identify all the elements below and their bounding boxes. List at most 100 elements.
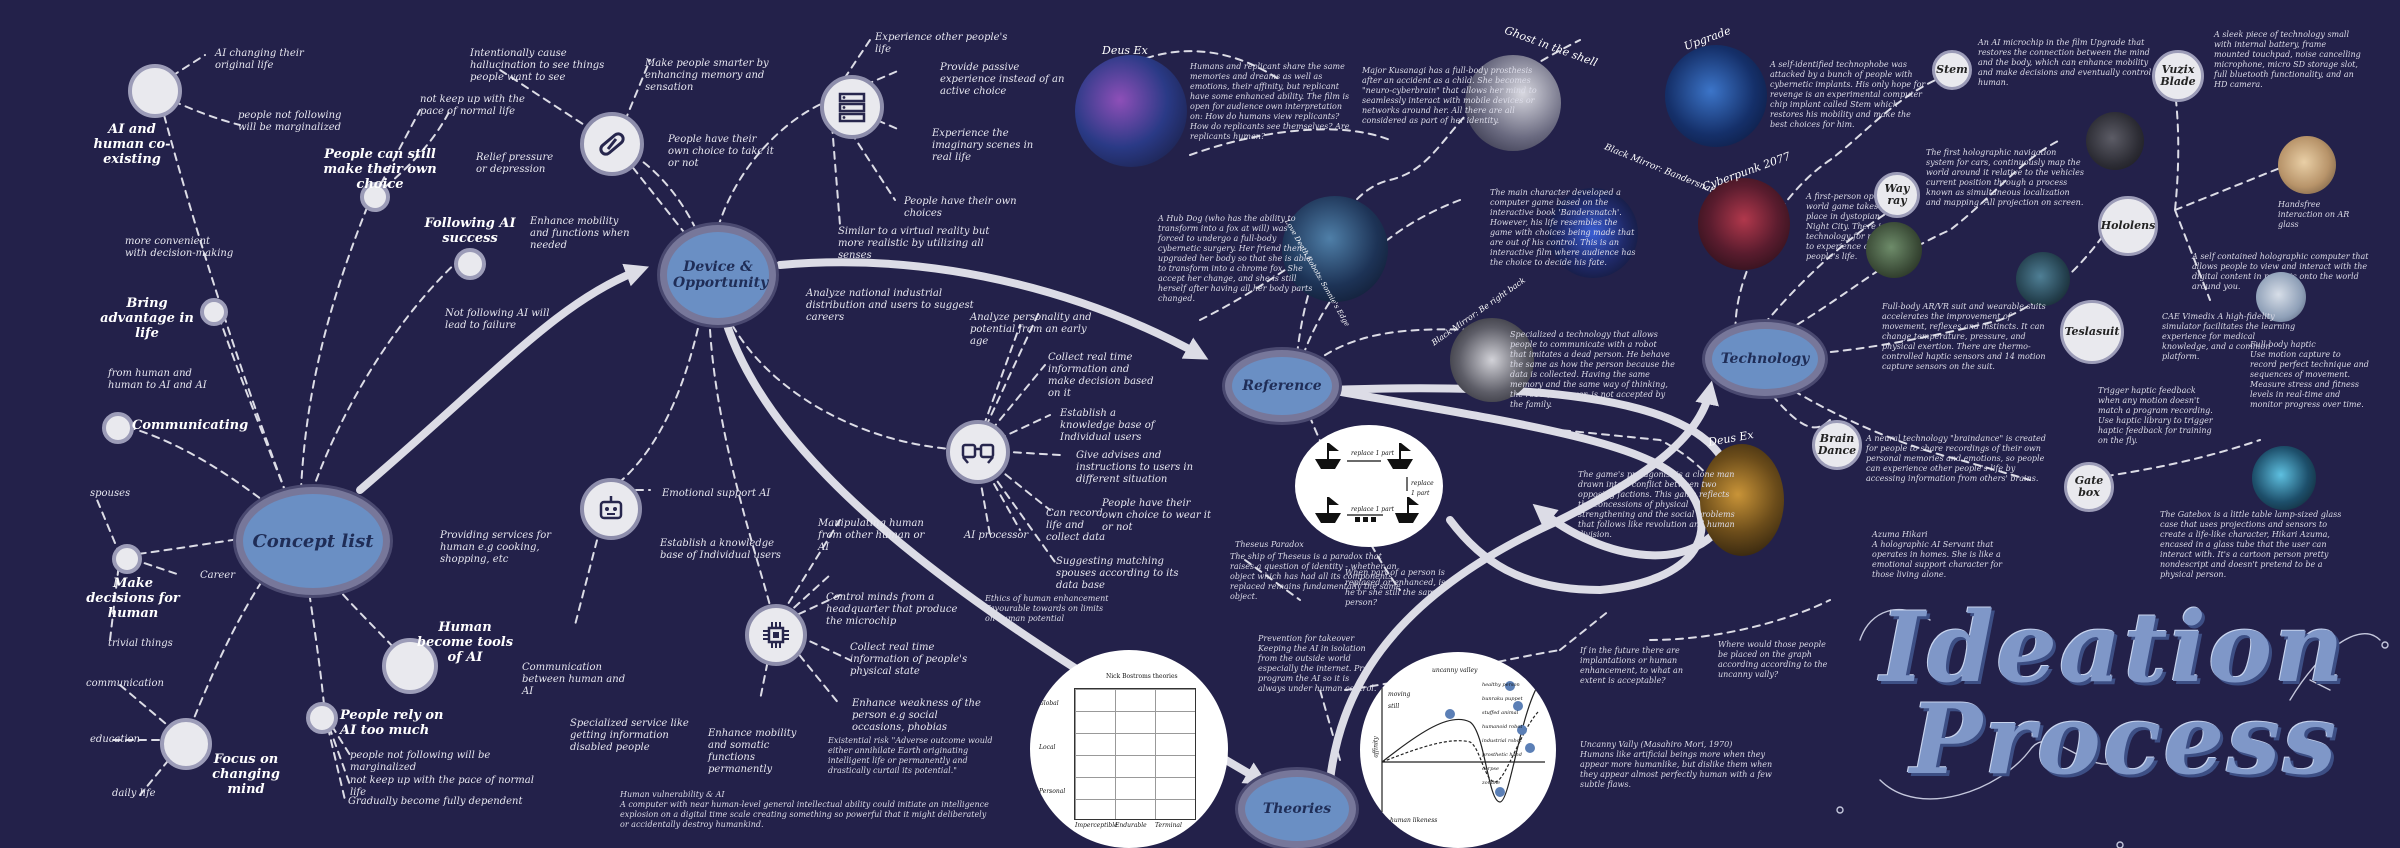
hub-theories[interactable]: Theories [1238,770,1356,848]
azuma-text: Azuma Hikari A holographic AI Servant th… [1872,530,2003,579]
node-rely[interactable] [306,702,338,734]
haptic-2-text: Trigger haptic feedback when any motion … [2098,386,2213,445]
note-coexist-1: AI changing their original life [215,48,304,71]
note-communicating: from human and human to AI and AI [108,368,207,391]
device-note-18: AI processor [964,530,1029,541]
device-note-9: People have their own choices [904,196,1017,219]
graph-point-label: prosthetic hand [1482,752,1522,758]
server-icon [838,92,866,123]
device-note-4: People have their own choice to take it … [668,134,774,169]
device-note-1: Intentionally cause hallucination to see… [470,48,605,83]
bostrom-title: Nick Bostroms theories [1106,673,1178,680]
hub-concept-list[interactable]: Concept list [236,487,390,595]
note-following: Not following AI will lead to failure [445,308,550,331]
haptic-1-text: Full body haptic Use motion capture to r… [2250,340,2369,409]
node-own-choice[interactable] [360,182,390,212]
label-decisions: Make decisions for human [86,576,180,621]
node-tools[interactable] [382,638,438,694]
stem-node[interactable]: Stem [1932,50,1972,90]
love-death-robots-text: A Hub Dog (who has the ability to transf… [1158,214,1313,303]
vizix-text: A sleek piece of technology small with i… [2214,30,2361,89]
theseus-diagram [1315,443,1419,523]
label-tools: Human become tools of AI [416,620,514,665]
hub-technology-label: Technology [1720,351,1810,367]
glasses-icon [961,443,995,464]
node-focus[interactable] [160,718,212,770]
ethics-note: Ethics of human enhancement Favourable t… [985,594,1109,623]
device-note-20: Emotional support AI [662,488,771,499]
node-coexist[interactable] [128,64,182,118]
hub-theories-label: Theories [1262,801,1332,817]
graph-title: uncanny valley [1432,667,1478,674]
note-decisions-3: trivial things [108,638,173,649]
node-decisions[interactable] [112,544,142,574]
teslasuit-text: Full-body AR/VR suit and wearable suits … [1882,302,2046,371]
graph-point-label: bunraku puppet [1482,696,1523,702]
stem-text: An AI microchip in the film Upgrade that… [1978,38,2152,87]
title-line-2: Process [1910,683,2339,796]
pill-device-node[interactable] [580,112,644,176]
node-communicating[interactable] [102,412,134,444]
braindance-node[interactable]: Brain Dance [1812,420,1862,470]
graph-y-label: affinity [1372,736,1380,758]
chip-device-node[interactable] [745,604,807,666]
label-coexist: AI and human co-existing [93,122,171,167]
hololens-node[interactable]: Hololens [2098,196,2158,256]
device-note-21: Providing services for human e.g cooking… [440,530,552,565]
glasses-device-node[interactable] [946,420,1010,484]
wayray-image [1866,222,1922,278]
graph-point-label: humanoid robot [1482,724,1523,730]
love-death-robots-image [1282,196,1388,302]
grid-col-label: Terminal [1155,822,1182,829]
uncanny-valley-graph [1381,672,1545,812]
graph-point-label: healthy person [1482,682,1520,688]
hub-device-opportunity[interactable]: Device & Opportunity [660,225,776,325]
hub-technology[interactable]: Technology [1705,322,1825,396]
deus-ex-image [1075,55,1187,167]
note-advantage: more convenient with decision-making [125,236,234,259]
label-following: Following AI success [424,216,516,246]
deus-ex-text: Humans and replicant share the same memo… [1190,62,1350,141]
device-note-12: Analyze personality and potential from a… [970,312,1092,347]
device-note-27: Enhance weakness of the person e.g socia… [852,698,981,733]
uncanny-valley-circle: uncanny valley affinity human likeness m… [1360,652,1556,848]
wayray-text: The first holographic navigation system … [1926,148,2084,207]
theseus-circle: replace 1 part replace 1 part replace 1 … [1295,425,1443,547]
device-note-19: Suggesting matching spouses according to… [1056,556,1179,591]
graph-still: still [1388,703,1400,710]
cyberpunk-text: A first-person open world game takes pla… [1806,192,1895,261]
gatebox-label: Gate box [2074,474,2104,499]
gatebox-image [2252,446,2316,510]
device-note-8: Experience the imaginary scenes in real … [932,128,1034,163]
hololens-note: Handsfree interaction on AR glass [2278,200,2350,229]
stem-label: Stem [1936,63,1968,76]
robot-device-node[interactable] [580,478,642,540]
cae-image [2256,272,2306,322]
teslasuit-label: Teslasuit [2064,325,2120,338]
server-device-node[interactable] [820,75,884,139]
node-following[interactable] [454,248,486,280]
graph-point-label: stuffed animal [1482,710,1519,716]
graph-point-label: zombie [1482,780,1501,786]
wayray-node[interactable]: Way ray [1874,172,1920,218]
hub-reference[interactable]: Reference [1225,350,1339,422]
gatebox-node[interactable]: Gate box [2064,462,2114,512]
microchip-icon [763,622,789,648]
node-advantage[interactable] [200,298,228,326]
grid-row-label: Local [1039,744,1056,751]
teslasuit-node[interactable]: Teslasuit [2060,300,2124,364]
title-line-1: Ideation [1880,591,2346,704]
hub-device-label: Device & Opportunity [673,259,769,291]
ghost-shell-text: Major Kusanagi has a full-body prosthesi… [1362,66,1537,125]
device-note-2: Make people smarter by enhancing memory … [645,58,769,93]
vizix-node[interactable]: Vuzix Blade [2152,50,2204,102]
label-rely: People rely on AI too much [340,708,444,738]
deus-ex-title: Deus Ex [1102,44,1148,57]
grid-row-label: Personal [1039,788,1066,795]
be-right-back-image [1450,318,1534,402]
note-rely-1: people not following will be marginalize… [350,750,491,773]
